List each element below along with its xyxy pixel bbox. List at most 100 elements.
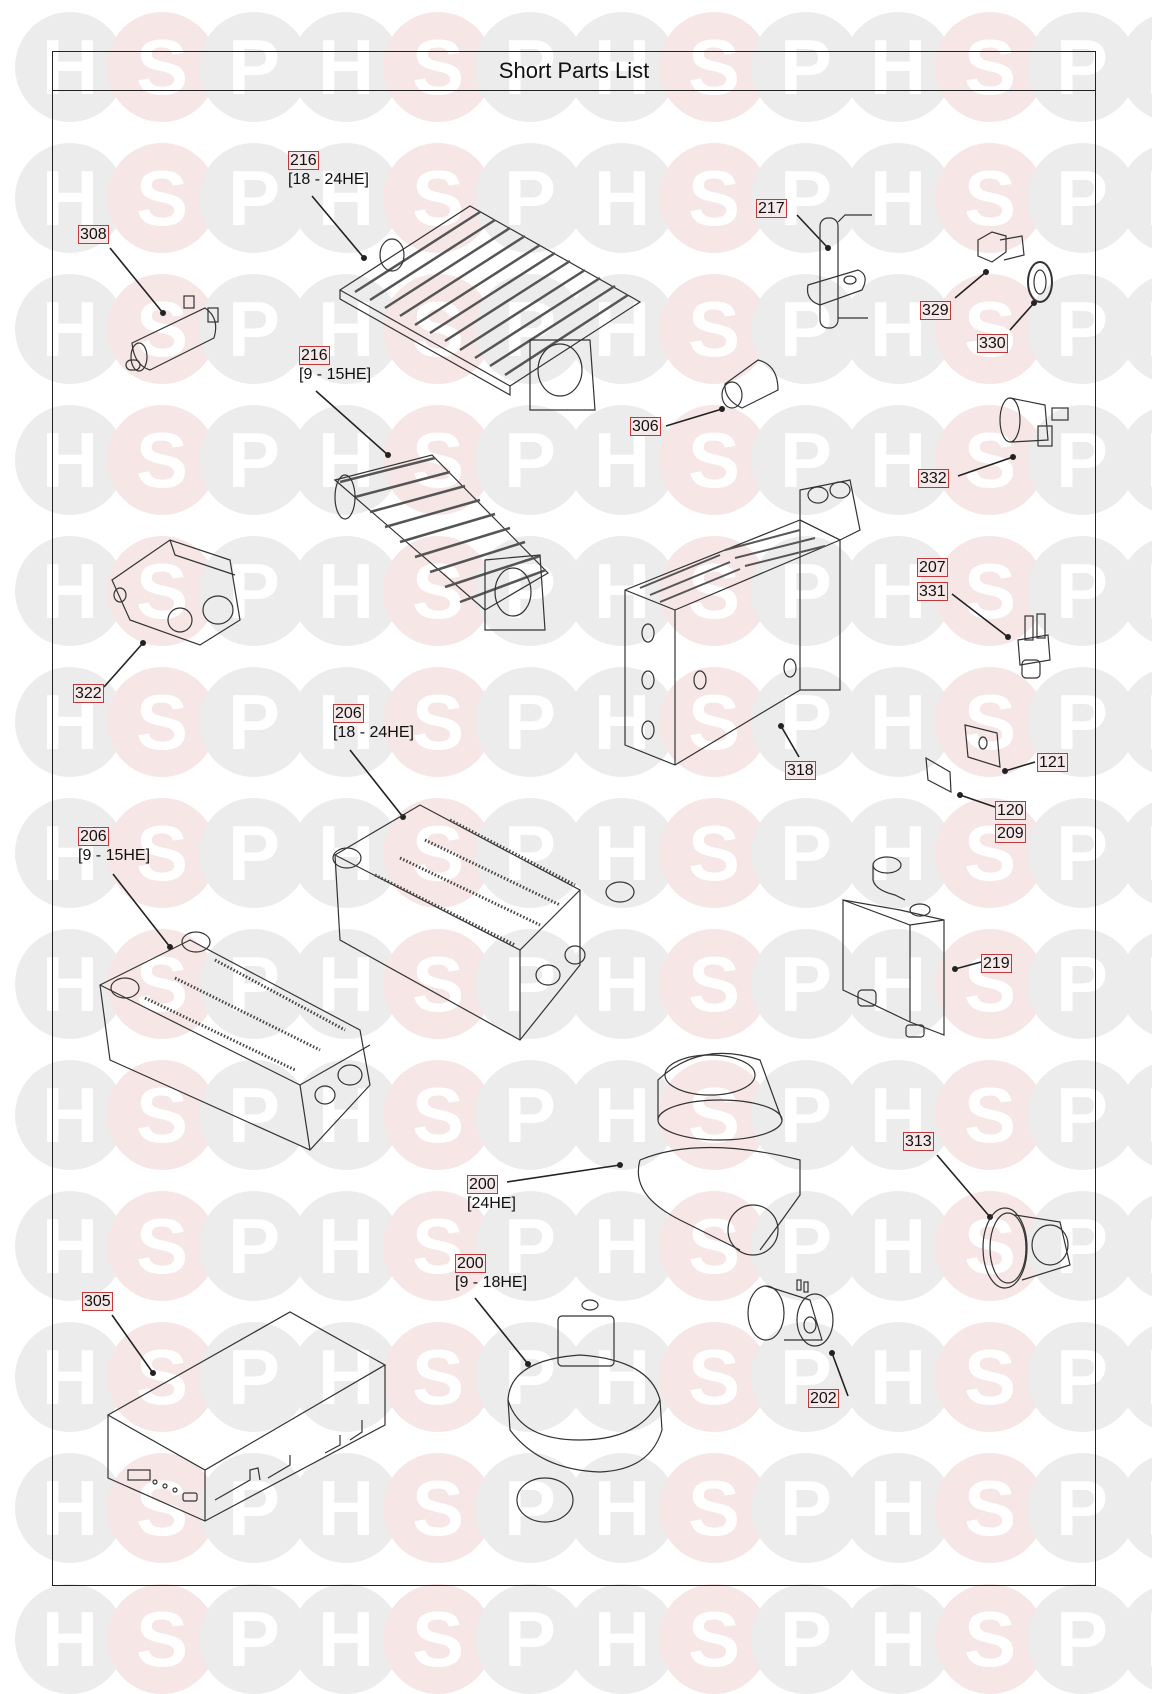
part-number-313[interactable]: 313 xyxy=(903,1132,934,1151)
callout-318[interactable]: 318 xyxy=(785,761,816,780)
page-title: Short Parts List xyxy=(53,52,1095,91)
parts-illustration xyxy=(99,195,1071,1523)
watermark-h-icon: H xyxy=(15,1191,125,1301)
part-206-large-illustration xyxy=(332,804,635,1041)
part-number-200[interactable]: 200 xyxy=(467,1175,498,1194)
watermark-p-icon: P xyxy=(1027,12,1137,122)
part-number-330[interactable]: 330 xyxy=(977,334,1008,353)
watermark-s-icon: S xyxy=(107,143,217,253)
watermark-p-icon: P xyxy=(1027,405,1137,515)
watermark-p-icon: P xyxy=(751,1191,861,1301)
watermark-s-icon: S xyxy=(383,12,493,122)
watermark-p-icon: P xyxy=(1027,798,1137,908)
watermark-h-icon: H xyxy=(843,929,953,1039)
part-number-121[interactable]: 121 xyxy=(1037,753,1068,772)
watermark-h-icon: H xyxy=(291,405,401,515)
watermark-s-icon: S xyxy=(935,12,1045,122)
callout-216-large[interactable]: 216 [18 - 24HE] xyxy=(288,151,369,189)
part-number-329[interactable]: 329 xyxy=(920,301,951,320)
callout-120[interactable]: 120 xyxy=(995,801,1026,820)
watermark-s-icon: S xyxy=(935,667,1045,777)
callout-330[interactable]: 330 xyxy=(977,334,1008,353)
watermark-h-icon: H xyxy=(567,1191,677,1301)
callout-206-large[interactable]: 206 [18 - 24HE] xyxy=(333,704,414,742)
part-number-216[interactable]: 216 xyxy=(288,151,319,170)
callout-207[interactable]: 207 xyxy=(917,558,948,577)
watermark-p-icon: P xyxy=(475,143,585,253)
callout-313[interactable]: 313 xyxy=(903,1132,934,1151)
leader-lines xyxy=(103,195,1036,1397)
part-number-322[interactable]: 322 xyxy=(73,684,104,703)
watermark-h-icon: H xyxy=(291,12,401,122)
part-number-206[interactable]: 206 xyxy=(78,827,109,846)
watermark-h-icon: H xyxy=(15,405,125,515)
watermark-p-icon: P xyxy=(751,12,861,122)
watermark-s-icon: S xyxy=(935,1453,1045,1563)
watermark-h-icon: H xyxy=(15,536,125,646)
watermark-h-icon: H xyxy=(843,1453,953,1563)
part-number-308[interactable]: 308 xyxy=(78,225,109,244)
callout-332[interactable]: 332 xyxy=(918,469,949,488)
callout-200-24he[interactable]: 200 [24HE] xyxy=(467,1175,516,1213)
watermark-p-icon: P xyxy=(199,1453,309,1563)
callout-329[interactable]: 329 xyxy=(920,301,951,320)
callout-322[interactable]: 322 xyxy=(73,684,104,703)
watermark-h-icon: H xyxy=(843,1060,953,1170)
part-number-219[interactable]: 219 xyxy=(981,954,1012,973)
watermark-p-icon: P xyxy=(1027,1060,1137,1170)
part-number-217[interactable]: 217 xyxy=(756,199,787,218)
part-number-331[interactable]: 331 xyxy=(917,582,948,601)
watermark-p-icon: P xyxy=(751,1322,861,1432)
watermark-h-icon: H xyxy=(843,1322,953,1432)
watermark-h-icon: H xyxy=(843,1191,953,1301)
callout-121[interactable]: 121 xyxy=(1037,753,1068,772)
watermark-p-icon: P xyxy=(199,274,309,384)
watermark-p-icon: P xyxy=(475,1322,585,1432)
watermark-p-icon: P xyxy=(475,12,585,122)
callout-209[interactable]: 209 xyxy=(995,824,1026,843)
callout-200-9-18he[interactable]: 200 [9 - 18HE] xyxy=(455,1254,527,1292)
watermark-p-icon: P xyxy=(1027,1191,1137,1301)
part-number-332[interactable]: 332 xyxy=(918,469,949,488)
part-number-216[interactable]: 216 xyxy=(299,346,330,365)
callout-305[interactable]: 305 xyxy=(82,1292,113,1311)
part-120-illustration xyxy=(925,756,952,794)
watermark-h-icon: H xyxy=(843,405,953,515)
callout-308[interactable]: 308 xyxy=(78,225,109,244)
callout-219[interactable]: 219 xyxy=(981,954,1012,973)
callout-306[interactable]: 306 xyxy=(630,417,661,436)
part-number-306[interactable]: 306 xyxy=(630,417,661,436)
watermark-p-icon: P xyxy=(751,405,861,515)
part-216-large-illustration xyxy=(338,205,642,411)
part-305-illustration xyxy=(106,1311,387,1522)
watermark-h-icon: H xyxy=(291,1453,401,1563)
watermark-p-icon: P xyxy=(751,1060,861,1170)
part-number-318[interactable]: 318 xyxy=(785,761,816,780)
callout-331[interactable]: 331 xyxy=(917,582,948,601)
part-number-206[interactable]: 206 xyxy=(333,704,364,723)
part-number-209[interactable]: 209 xyxy=(995,824,1026,843)
watermark-s-icon: S xyxy=(107,12,217,122)
watermark-p-icon: P xyxy=(199,798,309,908)
watermark-p-icon: P xyxy=(751,667,861,777)
callout-217[interactable]: 217 xyxy=(756,199,787,218)
watermark-p-icon: P xyxy=(1027,1453,1137,1563)
part-number-207[interactable]: 207 xyxy=(917,558,948,577)
variant-label: [9 - 15HE] xyxy=(299,366,372,383)
part-number-200[interactable]: 200 xyxy=(455,1254,486,1273)
watermark-p-icon: P xyxy=(199,1322,309,1432)
part-219-illustration xyxy=(842,856,945,1038)
callout-206-small[interactable]: 206 [9 - 15HE] xyxy=(78,827,150,865)
watermark-h-icon: H xyxy=(291,798,401,908)
watermark-s-icon: S xyxy=(107,1322,217,1432)
callout-202[interactable]: 202 xyxy=(808,1389,839,1408)
watermark-s-icon: S xyxy=(659,12,769,122)
watermark-p-icon: P xyxy=(751,798,861,908)
watermark-p-icon: P xyxy=(199,536,309,646)
part-318-illustration xyxy=(624,479,861,766)
callout-216-small[interactable]: 216 [9 - 15HE] xyxy=(299,346,371,384)
part-number-202[interactable]: 202 xyxy=(808,1389,839,1408)
variant-label: [18 - 24HE] xyxy=(333,724,414,741)
part-number-305[interactable]: 305 xyxy=(82,1292,113,1311)
part-number-120[interactable]: 120 xyxy=(995,801,1026,820)
